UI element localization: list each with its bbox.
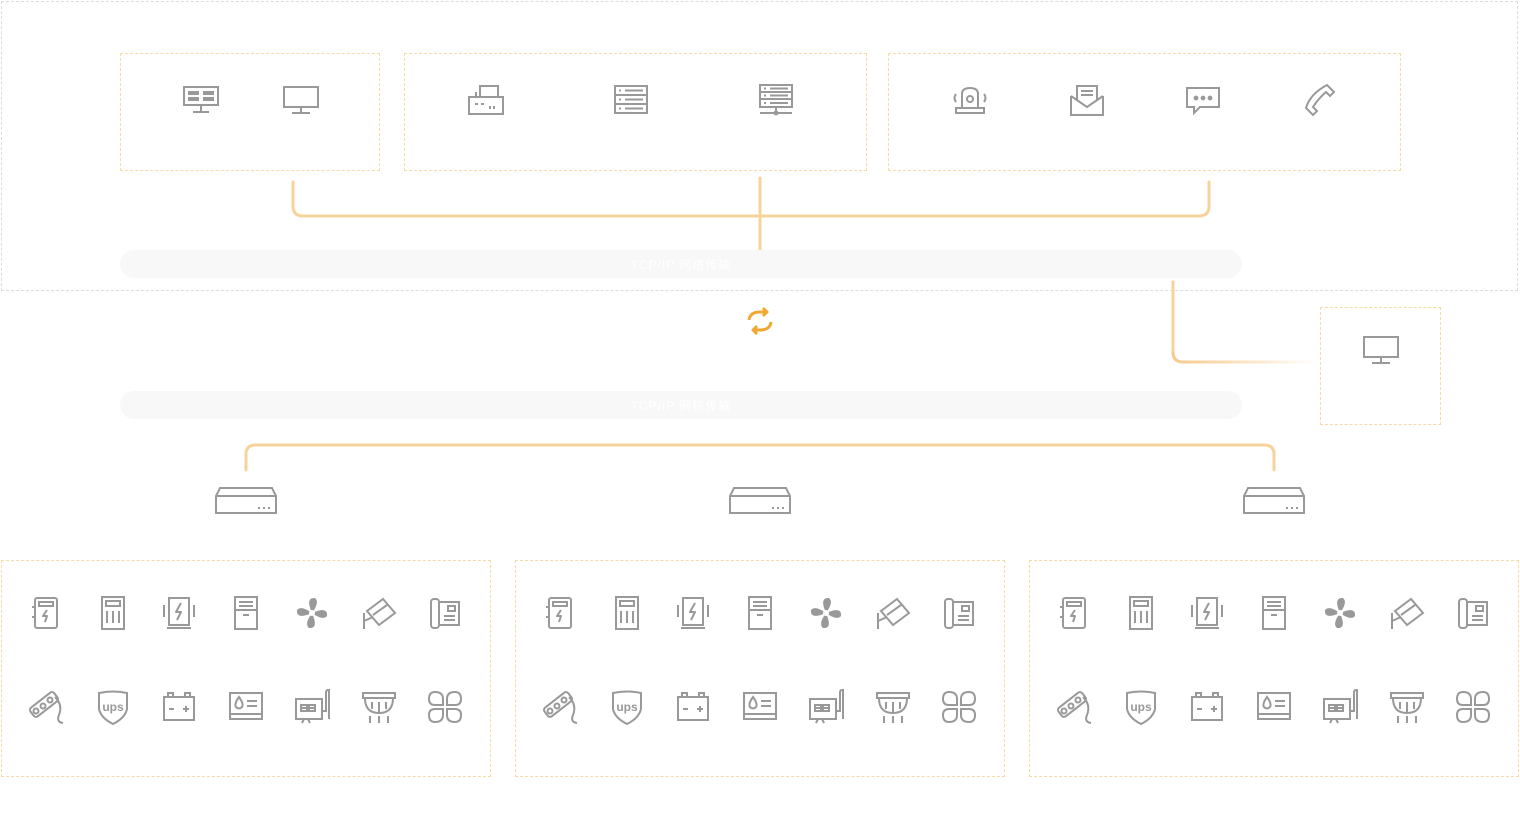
power-distribution-icon xyxy=(1054,593,1094,633)
generator-icon xyxy=(292,687,332,727)
phone-icon xyxy=(1300,80,1340,120)
printer-icon xyxy=(466,80,506,120)
sms-icon xyxy=(1183,80,1223,120)
precision-ac-icon xyxy=(1254,593,1294,633)
field-group-2 xyxy=(515,560,1005,777)
ups-icon: ups xyxy=(93,687,133,727)
power-cabinet-icon xyxy=(93,593,133,633)
collector-device-icon xyxy=(214,486,278,516)
generator-icon xyxy=(1320,687,1360,727)
field-group-3 xyxy=(1029,560,1519,777)
access-control-icon xyxy=(1453,593,1493,633)
battery-icon xyxy=(673,687,713,727)
battery-icon xyxy=(1187,687,1227,727)
more-icon xyxy=(1453,687,1493,727)
water-leak-icon xyxy=(226,687,266,727)
power-distribution-icon xyxy=(26,593,66,633)
svg-text:ups: ups xyxy=(102,700,124,714)
smoke-detector-icon xyxy=(1387,687,1427,727)
smoke-detector-icon xyxy=(873,687,913,727)
sync-icon xyxy=(740,301,780,341)
upper-network-bar: TCP/IP 网络传输 xyxy=(120,250,1242,278)
svg-text:ups: ups xyxy=(616,700,638,714)
camera-icon xyxy=(359,593,399,633)
fan-icon xyxy=(806,593,846,633)
ups-icon: ups xyxy=(1121,687,1161,727)
fan-icon xyxy=(1320,593,1360,633)
more-icon xyxy=(425,687,465,727)
ups-icon: ups xyxy=(607,687,647,727)
water-leak-icon xyxy=(1254,687,1294,727)
generator-icon xyxy=(806,687,846,727)
collector-device-icon xyxy=(728,486,792,516)
battery-cabinet-icon xyxy=(1187,593,1227,633)
field-group-1 xyxy=(1,560,491,777)
access-control-icon xyxy=(939,593,979,633)
server-rack-icon xyxy=(611,80,651,120)
water-leak-icon xyxy=(740,687,780,727)
remote-terminal-group xyxy=(1320,307,1441,425)
svg-text:ups: ups xyxy=(1130,700,1152,714)
battery-cabinet-icon xyxy=(159,593,199,633)
remote-monitor-icon xyxy=(1361,330,1401,370)
alarm-siren-icon xyxy=(950,80,990,120)
power-strip-icon xyxy=(540,687,580,727)
network-server-icon xyxy=(756,80,796,120)
precision-ac-icon xyxy=(740,593,780,633)
power-strip-icon xyxy=(1054,687,1094,727)
battery-icon xyxy=(159,687,199,727)
fan-icon xyxy=(292,593,332,633)
server-group xyxy=(404,53,867,171)
alarm-group xyxy=(888,53,1401,171)
access-control-icon xyxy=(425,593,465,633)
battery-cabinet-icon xyxy=(673,593,713,633)
more-icon xyxy=(939,687,979,727)
email-icon xyxy=(1067,80,1107,120)
lower-network-bar: TCP/IP 网络传输 xyxy=(120,391,1242,419)
camera-icon xyxy=(1387,593,1427,633)
video-wall-icon xyxy=(181,80,221,120)
precision-ac-icon xyxy=(226,593,266,633)
monitor-icon xyxy=(281,80,321,120)
power-distribution-icon xyxy=(540,593,580,633)
camera-icon xyxy=(873,593,913,633)
collector-device-icon xyxy=(1242,486,1306,516)
smoke-detector-icon xyxy=(359,687,399,727)
display-group xyxy=(120,53,380,171)
power-cabinet-icon xyxy=(607,593,647,633)
power-cabinet-icon xyxy=(1121,593,1161,633)
power-strip-icon xyxy=(26,687,66,727)
